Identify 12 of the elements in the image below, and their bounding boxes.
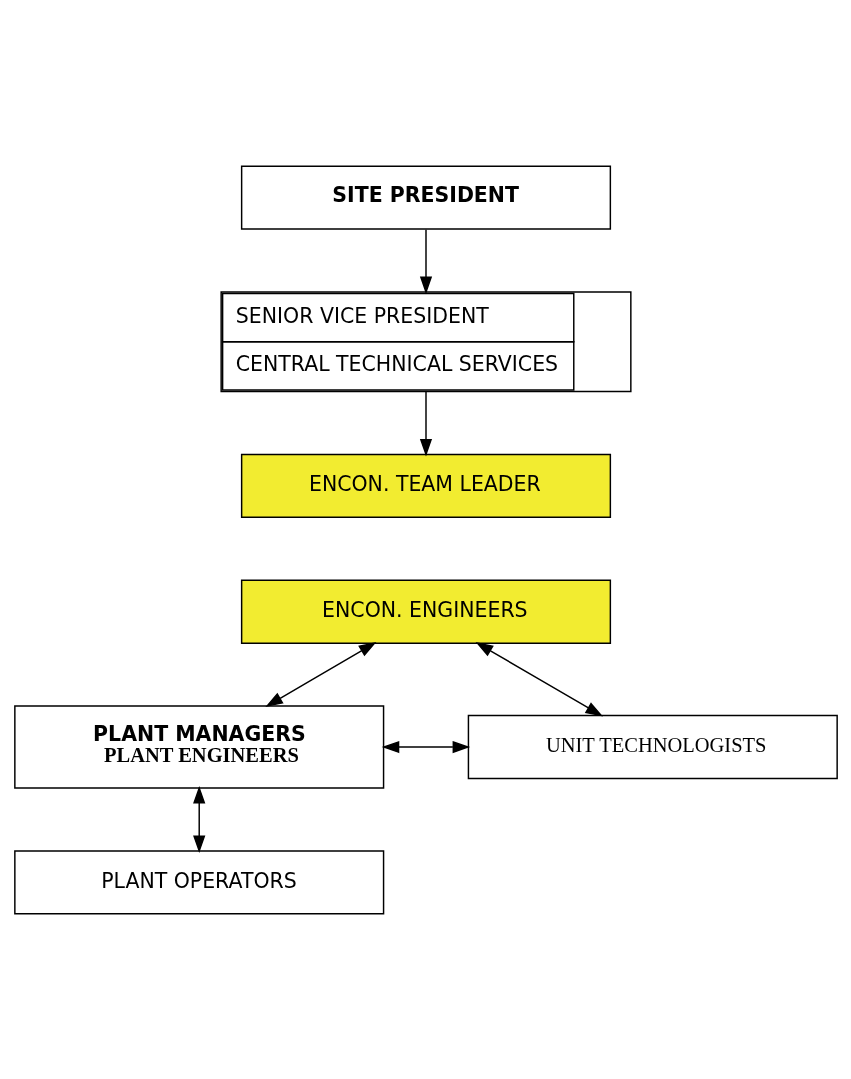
- arrow: [475, 641, 603, 717]
- node-box: ENCON. ENGINEERS: [240, 579, 611, 644]
- arrow: [192, 785, 205, 853]
- node-box: ENCON. TEAM LEADER: [240, 453, 611, 518]
- node-box: PLANT OPERATORS: [13, 849, 384, 915]
- node-box: SITE PRESIDENT: [240, 164, 611, 230]
- arrow: [419, 228, 432, 294]
- arrow: [264, 641, 376, 707]
- arrow: [381, 740, 470, 753]
- node-box: UNIT TECHNOLOGISTS: [467, 714, 838, 779]
- node-box: PLANT MANAGERS PLANT ENGINEERS: [13, 704, 384, 789]
- arrow: [419, 390, 432, 456]
